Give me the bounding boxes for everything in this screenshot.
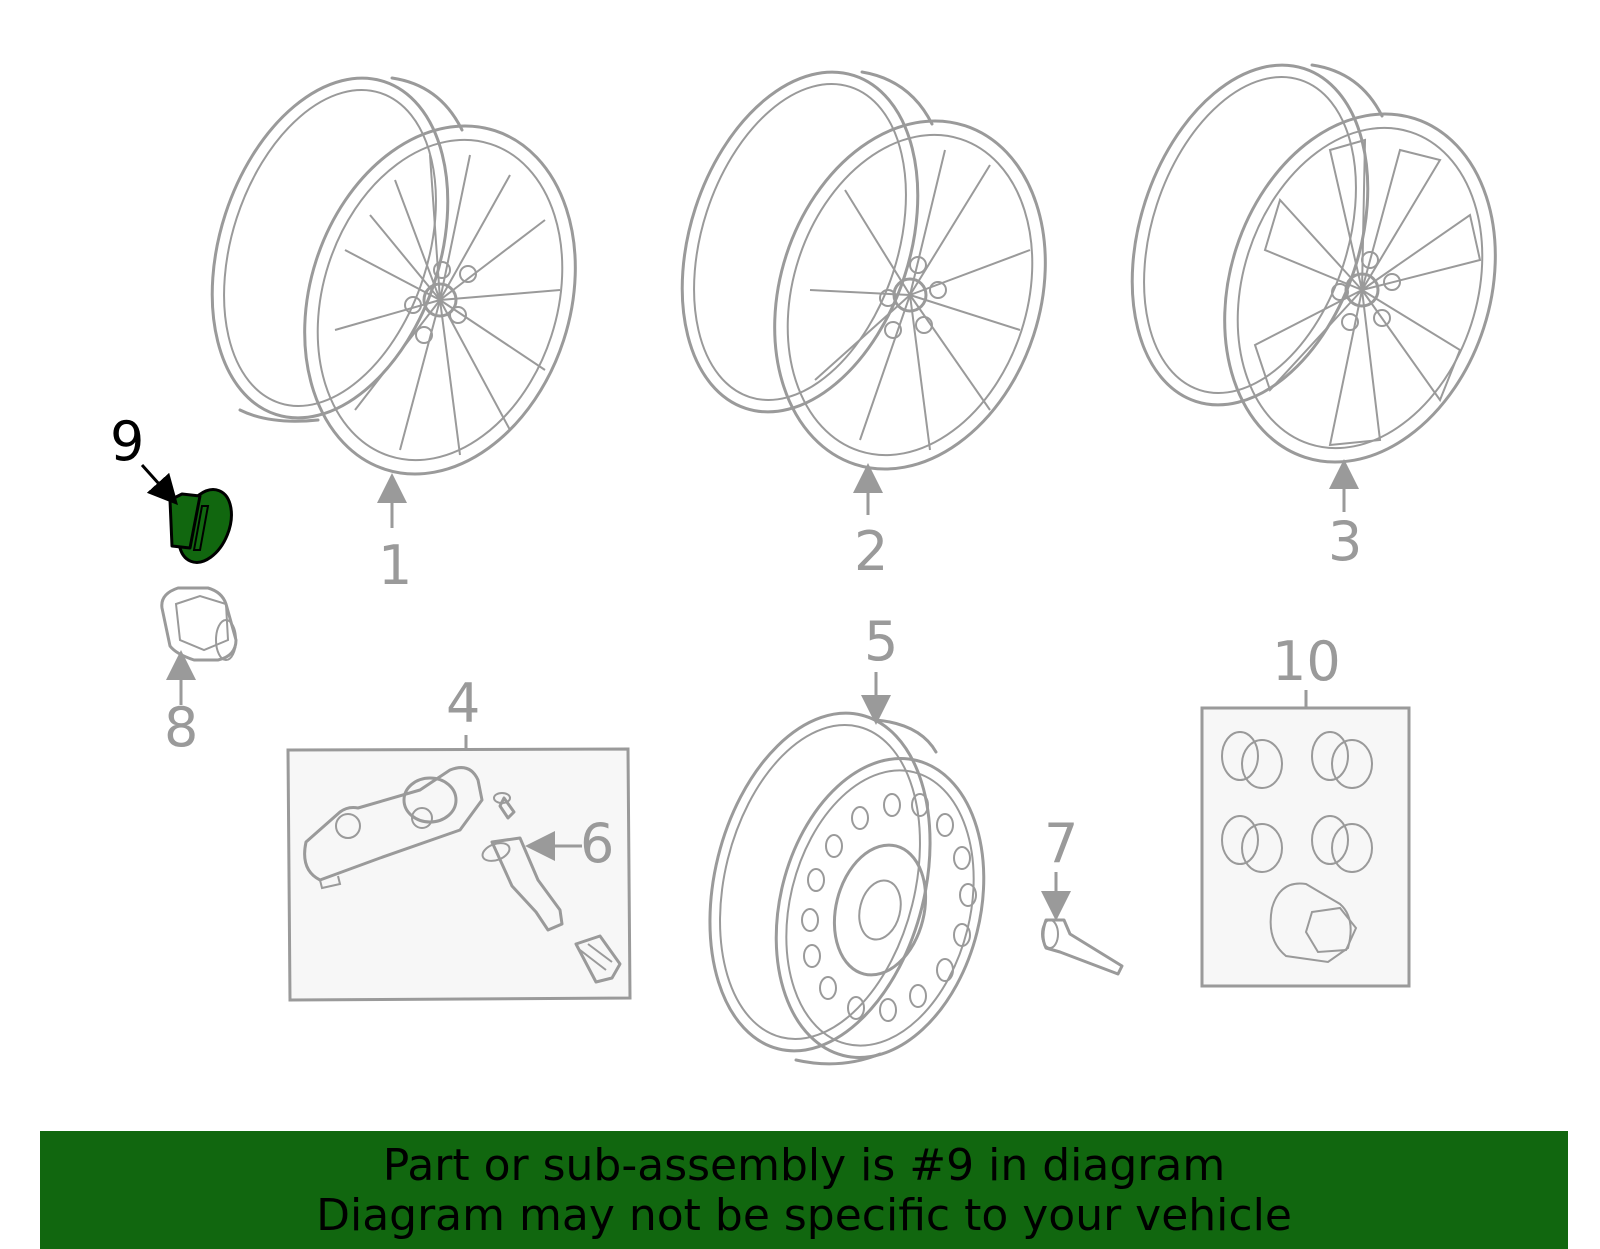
alloy-wheel-1[interactable]: [171, 48, 618, 510]
callout-10: 10: [1272, 630, 1341, 693]
callout-9: 9: [110, 410, 144, 473]
callout-3: 3: [1328, 510, 1362, 573]
lug-nut-part-8[interactable]: [160, 586, 238, 662]
tpms-sensor-kit-part-4[interactable]: [286, 747, 632, 1002]
valve-stem-part-7[interactable]: [1041, 918, 1124, 976]
callout-8: 8: [164, 696, 198, 759]
banner-line-2: Diagram may not be specific to your vehi…: [316, 1190, 1292, 1241]
spare-steel-wheel-part-5[interactable]: [677, 690, 1014, 1080]
callout-7: 7: [1044, 812, 1078, 875]
banner-line-1: Part or sub-assembly is #9 in diagram: [382, 1140, 1226, 1191]
selection-banner: Part or sub-assembly is #9 in diagram Di…: [40, 1131, 1568, 1249]
callout-6: 6: [580, 812, 614, 875]
callout-2: 2: [854, 520, 888, 583]
callout-1: 1: [378, 534, 412, 597]
alloy-wheel-2[interactable]: [641, 42, 1088, 505]
callout-4: 4: [446, 672, 480, 735]
alloy-wheel-3[interactable]: [1091, 35, 1538, 498]
center-cap-part-9[interactable]: [168, 482, 242, 570]
wheel-lock-kit-part-10[interactable]: [1200, 706, 1411, 988]
callout-5: 5: [864, 610, 898, 673]
